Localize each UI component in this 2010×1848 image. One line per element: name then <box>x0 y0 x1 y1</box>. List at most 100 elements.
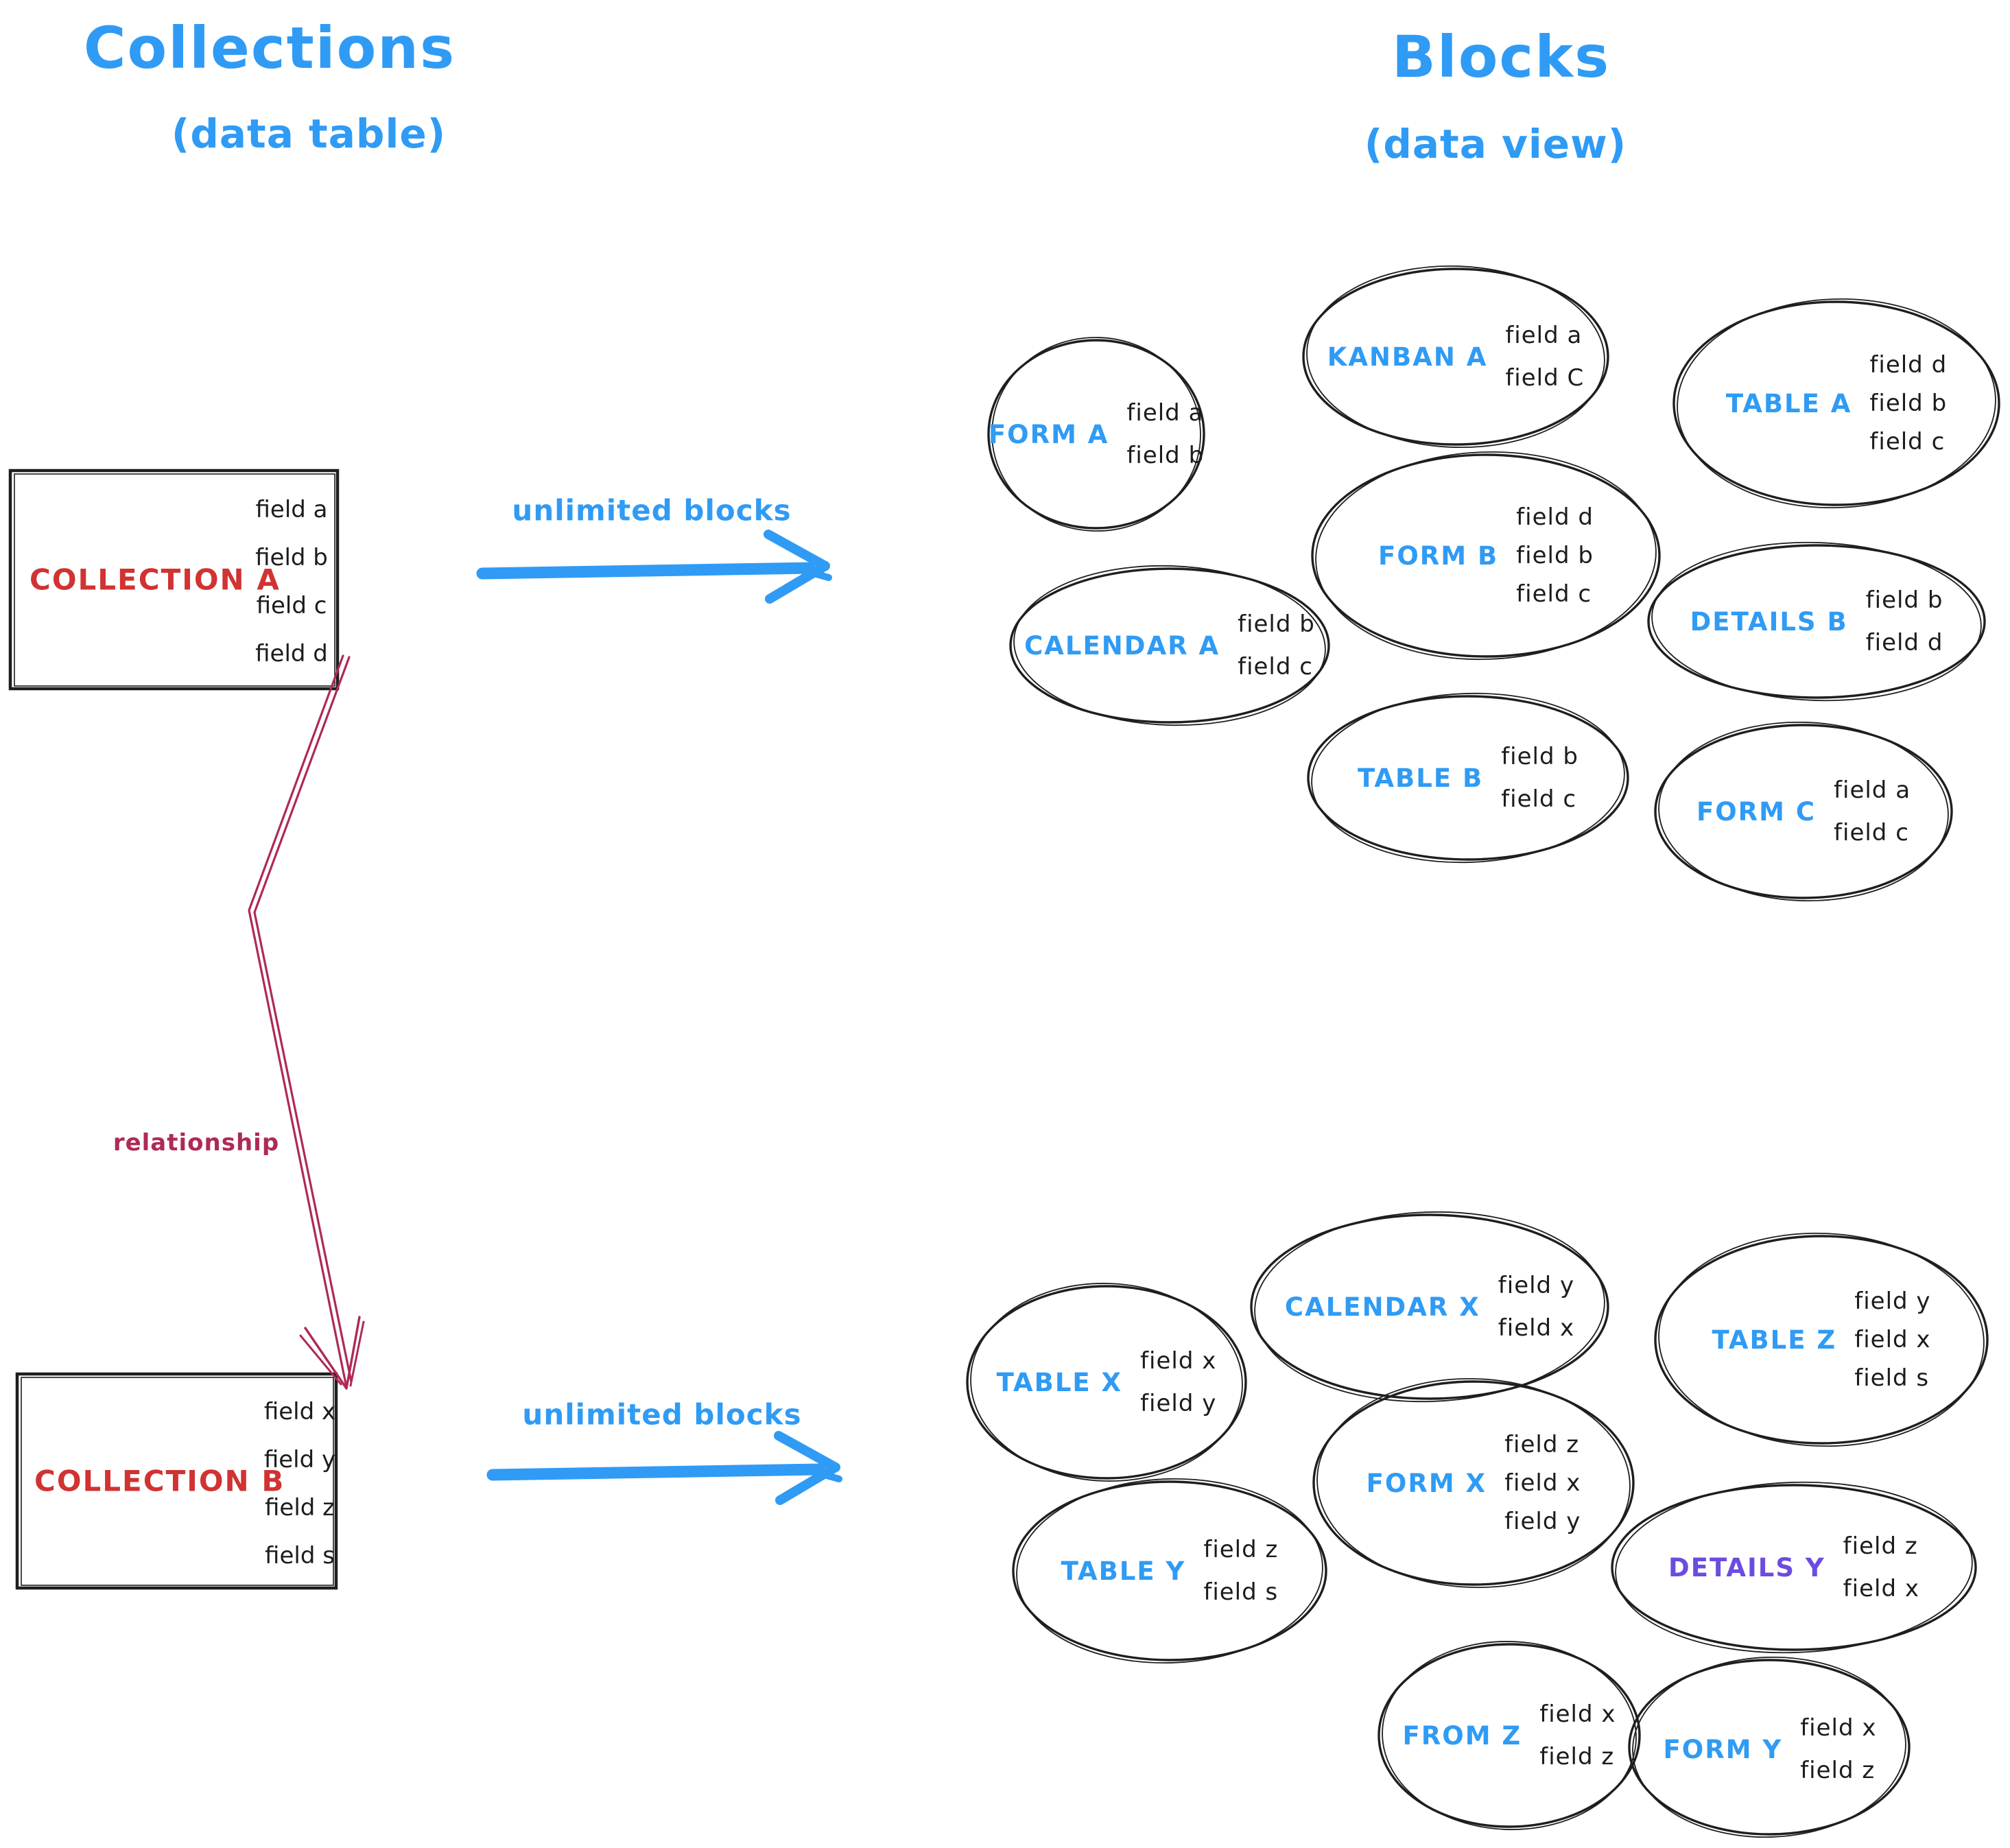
block-table-a: TABLE A field d field b field c <box>1674 302 1999 505</box>
block-field: field y <box>1504 1508 1581 1535</box>
collection-a-fields: field a field b field c field d <box>244 486 340 678</box>
block-field: field x <box>1843 1575 1919 1602</box>
block-field: field a <box>1126 399 1204 427</box>
block-field: field C <box>1505 364 1585 392</box>
collections-title: Collections <box>83 14 456 82</box>
collection-b-box <box>15 1372 338 1590</box>
block-label: TABLE A <box>1725 388 1852 418</box>
collection-a-box <box>8 469 340 691</box>
block-label: TABLE Z <box>1712 1325 1837 1355</box>
block-fields: field b field c <box>1238 611 1315 680</box>
block-field: field x <box>1498 1314 1575 1342</box>
block-field: field z <box>1539 1743 1615 1770</box>
block-field: field a <box>1834 777 1911 804</box>
block-form-y: FORM Y field x field z <box>1628 1661 1912 1837</box>
block-form-a: FORM A field a field b <box>989 340 1204 528</box>
block-field: field s <box>1203 1578 1279 1606</box>
block-calendar-x: CALENDAR X field y field x <box>1251 1215 1608 1399</box>
ellipse-table-b <box>1307 692 1629 864</box>
block-table-y: TABLE Y field z field s <box>1013 1482 1326 1660</box>
block-field: field z <box>1203 1536 1279 1563</box>
block-fields: field a field C <box>1505 322 1584 392</box>
block-label: TABLE Y <box>1061 1556 1186 1586</box>
block-field: field y <box>1854 1288 1931 1315</box>
block-field: field c <box>1501 785 1577 813</box>
block-field: field b <box>1516 542 1594 569</box>
block-label: FORM C <box>1696 796 1817 827</box>
block-fields: field x field z <box>1800 1714 1876 1784</box>
block-table-z: TABLE Z field y field x field s <box>1655 1236 1987 1443</box>
collection-a-name: COLLECTION A <box>29 562 281 597</box>
ellipse-calendar-x <box>1250 1211 1609 1403</box>
block-fields: field z field s <box>1203 1536 1278 1606</box>
block-field: field d <box>1865 629 1943 656</box>
block-fields: field d field b field c <box>1869 351 1947 455</box>
ellipse-kanban-a <box>1302 265 1609 449</box>
block-form-b: FORM B field d field b field c <box>1312 455 1659 656</box>
block-fields: field x field z <box>1539 1701 1616 1770</box>
block-field: field s <box>1854 1364 1930 1392</box>
block-fields: field x field y <box>1140 1347 1216 1417</box>
block-field: field d <box>1869 351 1948 379</box>
block-field: field b <box>1126 442 1205 469</box>
unlimited-blocks-label-a: unlimited blocks <box>512 493 792 528</box>
block-fields: field z field x <box>1843 1532 1919 1602</box>
block-field: field b <box>1865 587 1943 614</box>
collection-field: field z <box>264 1494 335 1521</box>
arrow-a-to-blocks <box>476 530 832 604</box>
ellipse-table-a <box>1672 298 2000 509</box>
block-from-z: FROM Z field x field z <box>1379 1644 1640 1827</box>
ellipse-from-z <box>1378 1641 1641 1830</box>
collection-field: field c <box>256 592 327 619</box>
collection-a: COLLECTION A field a field b field c fie… <box>10 471 338 689</box>
block-field: field z <box>1800 1757 1876 1784</box>
block-field: field c <box>1238 653 1313 680</box>
block-label: TABLE X <box>996 1367 1123 1397</box>
block-field: field b <box>1238 611 1315 638</box>
block-label: FROM Z <box>1402 1720 1522 1751</box>
block-fields: field z field x field y <box>1504 1431 1581 1535</box>
collections-subtitle: (data table) <box>171 110 447 157</box>
collection-field: field s <box>265 1542 335 1569</box>
block-field: field x <box>1800 1714 1877 1742</box>
block-form-c: FORM C field a field c <box>1655 725 1952 898</box>
block-field: field z <box>1504 1431 1580 1458</box>
block-field: field x <box>1140 1347 1217 1375</box>
block-details-b: DETAILS B field b field d <box>1648 545 1985 698</box>
blocks-title: Blocks <box>1391 23 1611 91</box>
block-fields: field y field x field s <box>1854 1288 1930 1392</box>
ellipse-table-x <box>966 1283 1247 1482</box>
block-label: FORM B <box>1378 541 1499 571</box>
block-fields: field b field d <box>1866 587 1943 656</box>
block-label: CALENDAR A <box>1024 630 1220 661</box>
block-label: FORM X <box>1366 1468 1487 1498</box>
block-field: field a <box>1505 322 1583 349</box>
block-field: field c <box>1869 428 1946 455</box>
collection-field: field x <box>263 1398 336 1425</box>
ellipse-table-z <box>1654 1232 1989 1447</box>
collection-field: field d <box>255 640 328 667</box>
relationship-label: relationship <box>113 1129 280 1157</box>
block-table-x: TABLE X field x field y <box>967 1286 1246 1478</box>
block-field: field b <box>1501 743 1579 770</box>
block-field: field c <box>1516 580 1592 608</box>
block-label: CALENDAR X <box>1284 1292 1480 1322</box>
ellipse-form-x <box>1312 1377 1635 1589</box>
arrow-b-to-blocks <box>486 1431 842 1505</box>
ellipse-details-b <box>1647 541 1986 702</box>
collection-field: field y <box>263 1446 336 1473</box>
block-label: KANBAN A <box>1327 342 1488 372</box>
collection-b-fields: field x field y field z field s <box>252 1388 348 1580</box>
block-label: FORM Y <box>1663 1734 1783 1764</box>
relationship-arrow <box>248 654 365 1390</box>
block-kanban-a: KANBAN A field a field C <box>1303 269 1608 445</box>
block-fields: field b field c <box>1501 743 1579 813</box>
block-field: field y <box>1140 1390 1217 1417</box>
block-label: TABLE B <box>1358 763 1484 793</box>
block-form-x: FORM X field z field x field y <box>1314 1382 1633 1585</box>
ellipse-form-y <box>1628 1656 1911 1838</box>
block-ellipses <box>966 265 2000 1838</box>
block-table-b: TABLE B field b field c <box>1308 696 1628 860</box>
